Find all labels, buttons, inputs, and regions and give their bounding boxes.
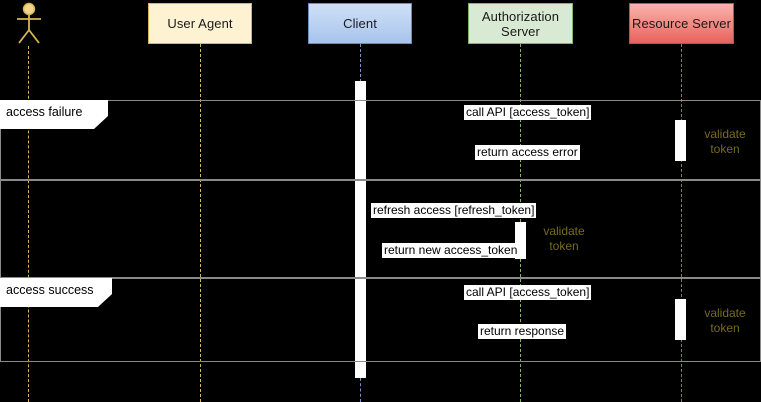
actor-stick-figure-icon: [10, 2, 48, 46]
fragment-label-access-success: access success: [0, 278, 112, 307]
fragment-access-failure: [0, 100, 761, 180]
participant-client[interactable]: Client: [308, 3, 412, 44]
note-validate-token-3: validate token: [704, 306, 746, 335]
note-validate-token-2: validate token: [543, 224, 585, 253]
participant-authorization-server-label-line1: Authorization: [481, 8, 560, 24]
participant-authorization-server-label-line2: Server: [501, 23, 540, 39]
participant-client-label: Client: [343, 16, 377, 31]
lifeline-actor: [28, 46, 29, 402]
fragment-access-success: [0, 278, 761, 362]
lifeline-client: [360, 44, 361, 82]
participant-user-agent-label: User Agent: [167, 16, 233, 31]
participant-user-agent[interactable]: User Agent: [148, 3, 252, 44]
lifeline-user-agent: [200, 44, 201, 402]
message-return-access-error: return access error: [475, 145, 580, 160]
activation-bar-authorization-server: [515, 222, 526, 259]
message-refresh-access-refresh-token: refresh access [refresh_token]: [371, 203, 537, 218]
fragment-refresh: [0, 180, 761, 278]
fragment-label-access-failure: access failure: [0, 100, 108, 129]
activation-bar-resource-server-1: [675, 120, 686, 161]
participant-resource-server-label: Resource Server: [631, 16, 732, 31]
activation-bar-resource-server-2: [675, 299, 686, 340]
message-return-new-access-token: return new access_token: [382, 243, 520, 258]
lifeline-client-tail: [360, 378, 361, 402]
message-call-api-access-token-1: call API [access_token]: [464, 105, 592, 120]
participant-authorization-server[interactable]: Authorization Server: [468, 3, 573, 44]
message-return-response: return response: [478, 324, 567, 339]
message-call-api-access-token-2: call API [access_token]: [464, 285, 592, 300]
lifeline-resource-server: [681, 44, 682, 402]
note-validate-token-1: validate token: [704, 127, 746, 156]
activation-bar-client: [355, 81, 366, 378]
participant-resource-server[interactable]: Resource Server: [629, 3, 734, 44]
